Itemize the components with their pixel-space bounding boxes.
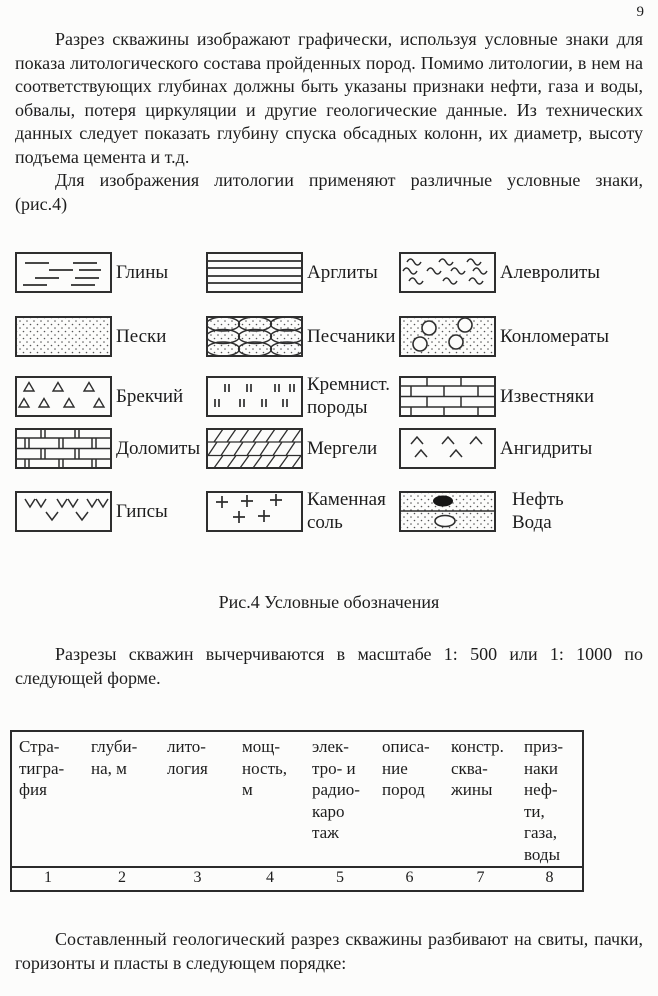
- table-header-construction: констр. сква- жины: [451, 737, 504, 799]
- legend-item-gypsum: Гипсы: [15, 488, 206, 534]
- page-number: 9: [636, 4, 645, 20]
- paragraph-2-line1: Для изображения литологии применяют разл…: [55, 170, 643, 190]
- legend-label: Известняки: [500, 385, 595, 407]
- legend-row-3: Брекчий Кремнист. породы Известняки: [15, 373, 649, 419]
- paragraph-2-line2: (рис.4): [15, 193, 68, 214]
- breccia-pattern-icon: [15, 375, 112, 417]
- legend-label: Гипсы: [116, 500, 168, 522]
- table-header-stratigraphy: Стра- тигра- фия: [19, 737, 65, 799]
- legend-label: Доломиты: [116, 437, 201, 459]
- well-log-form-table: Стра- тигра- фия глуби- на, м лито- логи…: [10, 730, 584, 892]
- table-header-lithology: лито- логия: [167, 737, 208, 778]
- legend-label: Арглиты: [307, 261, 378, 283]
- legend-label: Кремнист. породы: [307, 374, 391, 419]
- table-column-number: 6: [375, 866, 444, 890]
- table-header-description: описа- ние пород: [382, 737, 430, 799]
- legend-label: Ангидриты: [500, 437, 593, 459]
- paragraph-4: Составленный геологический разрез скважи…: [15, 929, 643, 973]
- legend-item-rock-salt: Каменная соль: [206, 488, 399, 534]
- legend-label: Глины: [116, 261, 169, 283]
- legend-item-siliceous-rock: Кремнист. породы: [206, 373, 399, 419]
- siliceous-rock-pattern-icon: [206, 375, 303, 417]
- paragraph-1: Разрез скважины изображают графически, и…: [15, 29, 643, 167]
- legend-item-breccia: Брекчий: [15, 373, 206, 419]
- legend-item-sandstone: Песчаники: [206, 316, 399, 357]
- legend-item-clay: Глины: [15, 252, 206, 293]
- table-column-number: 5: [305, 866, 375, 890]
- table-column-number: 7: [444, 866, 517, 890]
- oil-water-pattern-icon: [399, 490, 496, 532]
- legend-item-dolomite: Доломиты: [15, 428, 206, 469]
- table-header-oil-gas-water: приз- наки неф- ти, газа, воды: [524, 737, 564, 864]
- clay-pattern-icon: [15, 252, 112, 293]
- table-header-thickness: мощ- ность, м: [242, 737, 287, 799]
- table-column-number: 1: [12, 866, 84, 890]
- legend-label: Каменная соль: [307, 489, 386, 534]
- legend-row-4: Доломиты Мергели Ангидриты: [15, 428, 649, 469]
- legend-item-argillite: Арглиты: [206, 252, 399, 293]
- legend-row-2: Пески Песчаники: [15, 316, 649, 357]
- table-header-logging: элек- тро- и радио- каро таж: [312, 737, 360, 842]
- legend-label: Песчаники: [307, 325, 396, 347]
- gypsum-pattern-icon: [15, 490, 112, 532]
- legend-label: Мергели: [307, 437, 378, 459]
- legend-item-marl: Мергели: [206, 428, 399, 469]
- legend-row-1: Глины Арглиты Алевролиты: [15, 252, 649, 293]
- legend-label: Алевролиты: [500, 261, 601, 283]
- legend-row-5: Гипсы Каменная соль Нефть Вода: [15, 488, 649, 534]
- table-column-number: 8: [517, 866, 582, 890]
- figure-caption: Рис.4 Условные обозначения: [218, 592, 440, 612]
- dolomite-pattern-icon: [15, 428, 112, 469]
- legend-item-anhydrite: Ангидриты: [399, 428, 649, 469]
- legend-item-conglomerate: Конломераты: [399, 316, 649, 357]
- table-column-number: 3: [160, 866, 235, 890]
- legend-label: Пески: [116, 325, 167, 347]
- marl-pattern-icon: [206, 428, 303, 469]
- rock-salt-pattern-icon: [206, 490, 303, 532]
- legend-label: Конломераты: [500, 325, 609, 347]
- sandstone-pattern-icon: [206, 316, 303, 357]
- legend-item-oil-water: Нефть Вода: [399, 488, 649, 534]
- legend-item-sand: Пески: [15, 316, 206, 357]
- argillite-pattern-icon: [206, 252, 303, 293]
- table-header-depth: глуби- на, м: [91, 737, 138, 778]
- sand-pattern-icon: [15, 316, 112, 357]
- limestone-pattern-icon: [399, 375, 496, 417]
- siltstone-pattern-icon: [399, 252, 496, 293]
- conglomerate-pattern-icon: [399, 316, 496, 357]
- legend-item-limestone: Известняки: [399, 373, 649, 419]
- paragraph-3: Разрезы скважин вычерчиваются в масштабе…: [15, 644, 643, 688]
- legend-label: Брекчий: [116, 385, 184, 407]
- anhydrite-pattern-icon: [399, 428, 496, 469]
- legend-item-siltstone: Алевролиты: [399, 252, 649, 293]
- legend-label: Нефть Вода: [512, 489, 564, 534]
- intro-text-block: Разрез скважины изображают графически, и…: [15, 28, 643, 216]
- table-column-number: 4: [235, 866, 305, 890]
- table-column-number: 2: [84, 866, 160, 890]
